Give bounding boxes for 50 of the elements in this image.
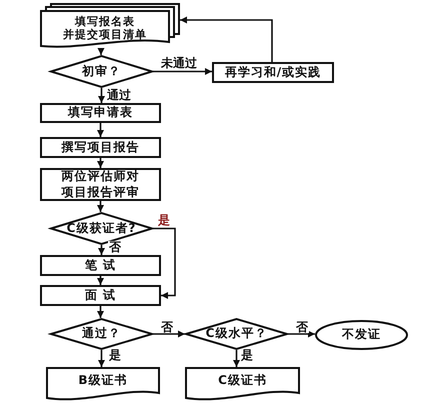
node-label: 面 试 xyxy=(84,288,116,304)
node-label: 初审？ xyxy=(82,64,121,80)
arrow xyxy=(233,350,240,367)
arrow xyxy=(97,306,104,318)
document-shape xyxy=(46,367,160,401)
arrow xyxy=(98,48,104,55)
node-label: C级获证者? xyxy=(66,220,136,236)
edge-label: 是 xyxy=(108,349,122,361)
decision-diamond xyxy=(185,318,288,350)
edge-label: 是 xyxy=(240,349,254,361)
node-label: C级证书 xyxy=(218,373,267,389)
arrow xyxy=(180,16,273,62)
node-label: 通过？ xyxy=(82,326,121,342)
edge-label: 通过 xyxy=(106,89,132,101)
node-label: 笔 试 xyxy=(84,258,116,274)
process-box xyxy=(212,62,334,83)
node-label: 再学习和/或实践 xyxy=(224,64,322,80)
node-label: C级水平？ xyxy=(206,326,268,342)
process-box xyxy=(40,285,161,306)
edge-label: 否 xyxy=(160,321,174,333)
decision-diamond xyxy=(50,55,153,88)
decision-diamond xyxy=(50,318,153,350)
node-label: 填写申请表 xyxy=(68,105,133,121)
edge-label: 是 xyxy=(157,214,171,226)
arrow xyxy=(98,88,105,103)
edge-label: 否 xyxy=(295,321,309,333)
document-stack xyxy=(40,3,180,48)
node-label: 不发证 xyxy=(342,327,381,343)
arrow xyxy=(153,330,185,338)
arrow xyxy=(288,330,315,338)
arrow xyxy=(153,68,212,75)
arrow xyxy=(97,158,104,168)
arrow xyxy=(153,228,176,299)
edge-label: 否 xyxy=(108,241,122,253)
node-label: 填写报名表并提交项目清单 xyxy=(63,14,147,42)
edge-label: 未通过 xyxy=(160,57,198,69)
arrow xyxy=(98,245,105,255)
process-box xyxy=(40,255,161,276)
arrow xyxy=(98,350,105,367)
arrow xyxy=(97,123,104,137)
document-shape xyxy=(185,367,300,401)
arrow xyxy=(97,276,104,285)
process-box xyxy=(40,103,161,123)
node-label: 撰写项目报告 xyxy=(62,140,140,156)
node-label: 两位评估师对项目报告评审 xyxy=(62,168,140,200)
process-box xyxy=(40,137,161,158)
arrow xyxy=(97,201,104,212)
process-box xyxy=(40,168,161,201)
node-label: B级证书 xyxy=(78,373,128,389)
terminal-ellipse xyxy=(315,320,408,350)
